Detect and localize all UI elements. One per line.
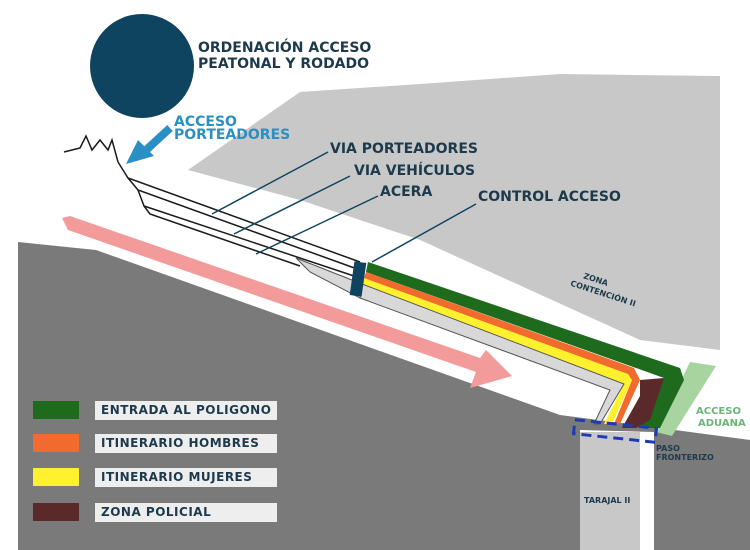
label-acceso-aduana-2: ADUANA — [698, 418, 746, 429]
label-tarajal: TARAJAL II — [584, 496, 630, 505]
title-circle — [90, 14, 194, 118]
legend-swatch-hombres — [33, 434, 79, 452]
leader-control-acceso — [371, 203, 477, 263]
legend-label-hombres: ITINERARIO HOMBRES — [95, 434, 277, 453]
road-lines — [63, 134, 361, 279]
leader-lines — [211, 151, 477, 263]
flow-arrow — [62, 216, 512, 388]
acceso-aduana-strip — [656, 362, 716, 436]
itinerary-bands — [295, 257, 684, 428]
label-control-acceso: CONTROL ACCESO — [478, 189, 621, 205]
legend-swatch-mujeres — [33, 468, 79, 486]
legend-label-mujeres: ITINERARIO MUJERES — [95, 468, 277, 487]
control-acceso-marker — [349, 261, 367, 297]
title-line-1: ORDENACIÓN ACCESO — [198, 38, 371, 56]
label-acceso-aduana-1: ACCESO — [696, 406, 741, 417]
band-zona-policial — [622, 378, 664, 428]
band-mujeres — [362, 278, 632, 424]
label-acceso-porteadores-1: ACCESO — [174, 114, 237, 130]
road-lane-left — [295, 257, 363, 299]
title-line-2: PEATONAL Y RODADO — [198, 56, 369, 72]
label-via-porteadores: VIA PORTEADORES — [330, 141, 478, 157]
acceso-porteadores-arrow — [126, 125, 173, 164]
legend-label-entrada: ENTRADA AL POLIGONO — [95, 401, 277, 420]
leader-via-vehiculos — [233, 175, 351, 235]
leader-acera — [255, 195, 379, 255]
label-paso-fronterizo-2: FRONTERIZO — [656, 453, 714, 462]
label-acceso-porteadores-2: PORTEADORES — [174, 127, 290, 143]
tarajal-block — [580, 432, 640, 550]
label-paso-fronterizo-1: PASO — [656, 444, 680, 453]
legend-label-zona-policial: ZONA POLICIAL — [95, 503, 277, 522]
legend-swatch-zona-policial — [33, 503, 79, 521]
leader-via-porteadores — [211, 151, 329, 215]
label-via-vehiculos: VIA VEHÍCULOS — [354, 162, 475, 179]
label-acera: ACERA — [380, 184, 432, 200]
zona-contencion-building — [568, 240, 670, 330]
paso-fronterizo-box — [571, 418, 659, 444]
legend-swatch-entrada — [33, 401, 79, 419]
band-hombres — [364, 272, 640, 424]
